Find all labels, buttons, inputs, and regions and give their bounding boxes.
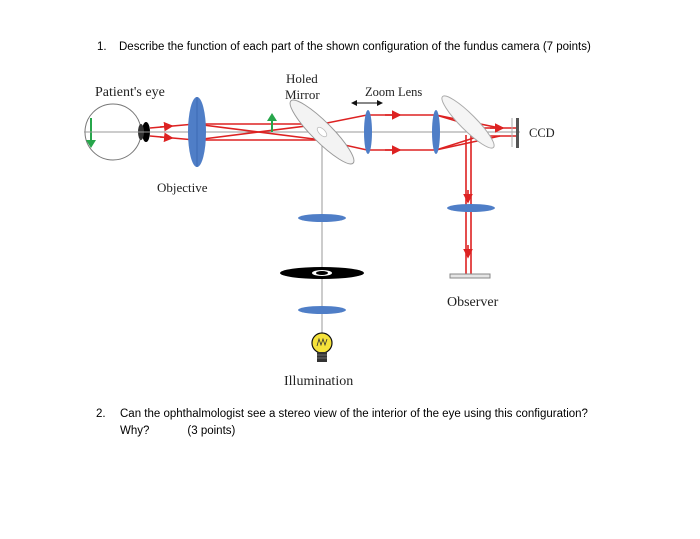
annular-aperture (280, 267, 364, 279)
observer-eyepiece (449, 273, 491, 279)
ccd-sensor (511, 118, 519, 148)
question-2-text: Can the ophthalmologist see a stereo vie… (120, 408, 588, 420)
light-bulb-icon (311, 332, 333, 362)
illumination-lens-2 (298, 306, 346, 314)
intermediate-image-arrow-icon (267, 113, 277, 132)
question-2-points: (3 points) (187, 425, 236, 437)
illumination-lens-1 (298, 214, 346, 222)
question-2-why: Why? (120, 425, 150, 437)
flip-mirror (441, 95, 495, 149)
question-1-number: 1. (97, 41, 107, 53)
zoom-lens-1 (364, 110, 372, 154)
zoom-lens-2 (432, 110, 440, 154)
holed-mirror-label-line2: Mirror (285, 87, 320, 102)
retina-image-arrow-icon (86, 118, 96, 148)
question-1-text: Describe the function of each part of th… (119, 41, 591, 53)
illumination-label: Illumination (284, 374, 353, 389)
observer-lens (447, 204, 495, 212)
question-2-number: 2. (96, 408, 106, 420)
zoom-lens-label: Zoom Lens (365, 85, 422, 99)
ccd-label: CCD (529, 126, 555, 140)
ray-direction-arrows (159, 110, 505, 259)
observer-label: Observer (447, 295, 499, 310)
question-1: 1. Describe the function of each part of … (97, 41, 591, 53)
question-2: 2. Can the ophthalmologist see a stereo v… (96, 406, 588, 440)
holed-mirror-label-line1: Holed (286, 71, 318, 86)
patient-eye-label: Patient's eye (95, 85, 165, 100)
holed-mirror (289, 99, 355, 165)
objective-label: Objective (157, 180, 208, 195)
